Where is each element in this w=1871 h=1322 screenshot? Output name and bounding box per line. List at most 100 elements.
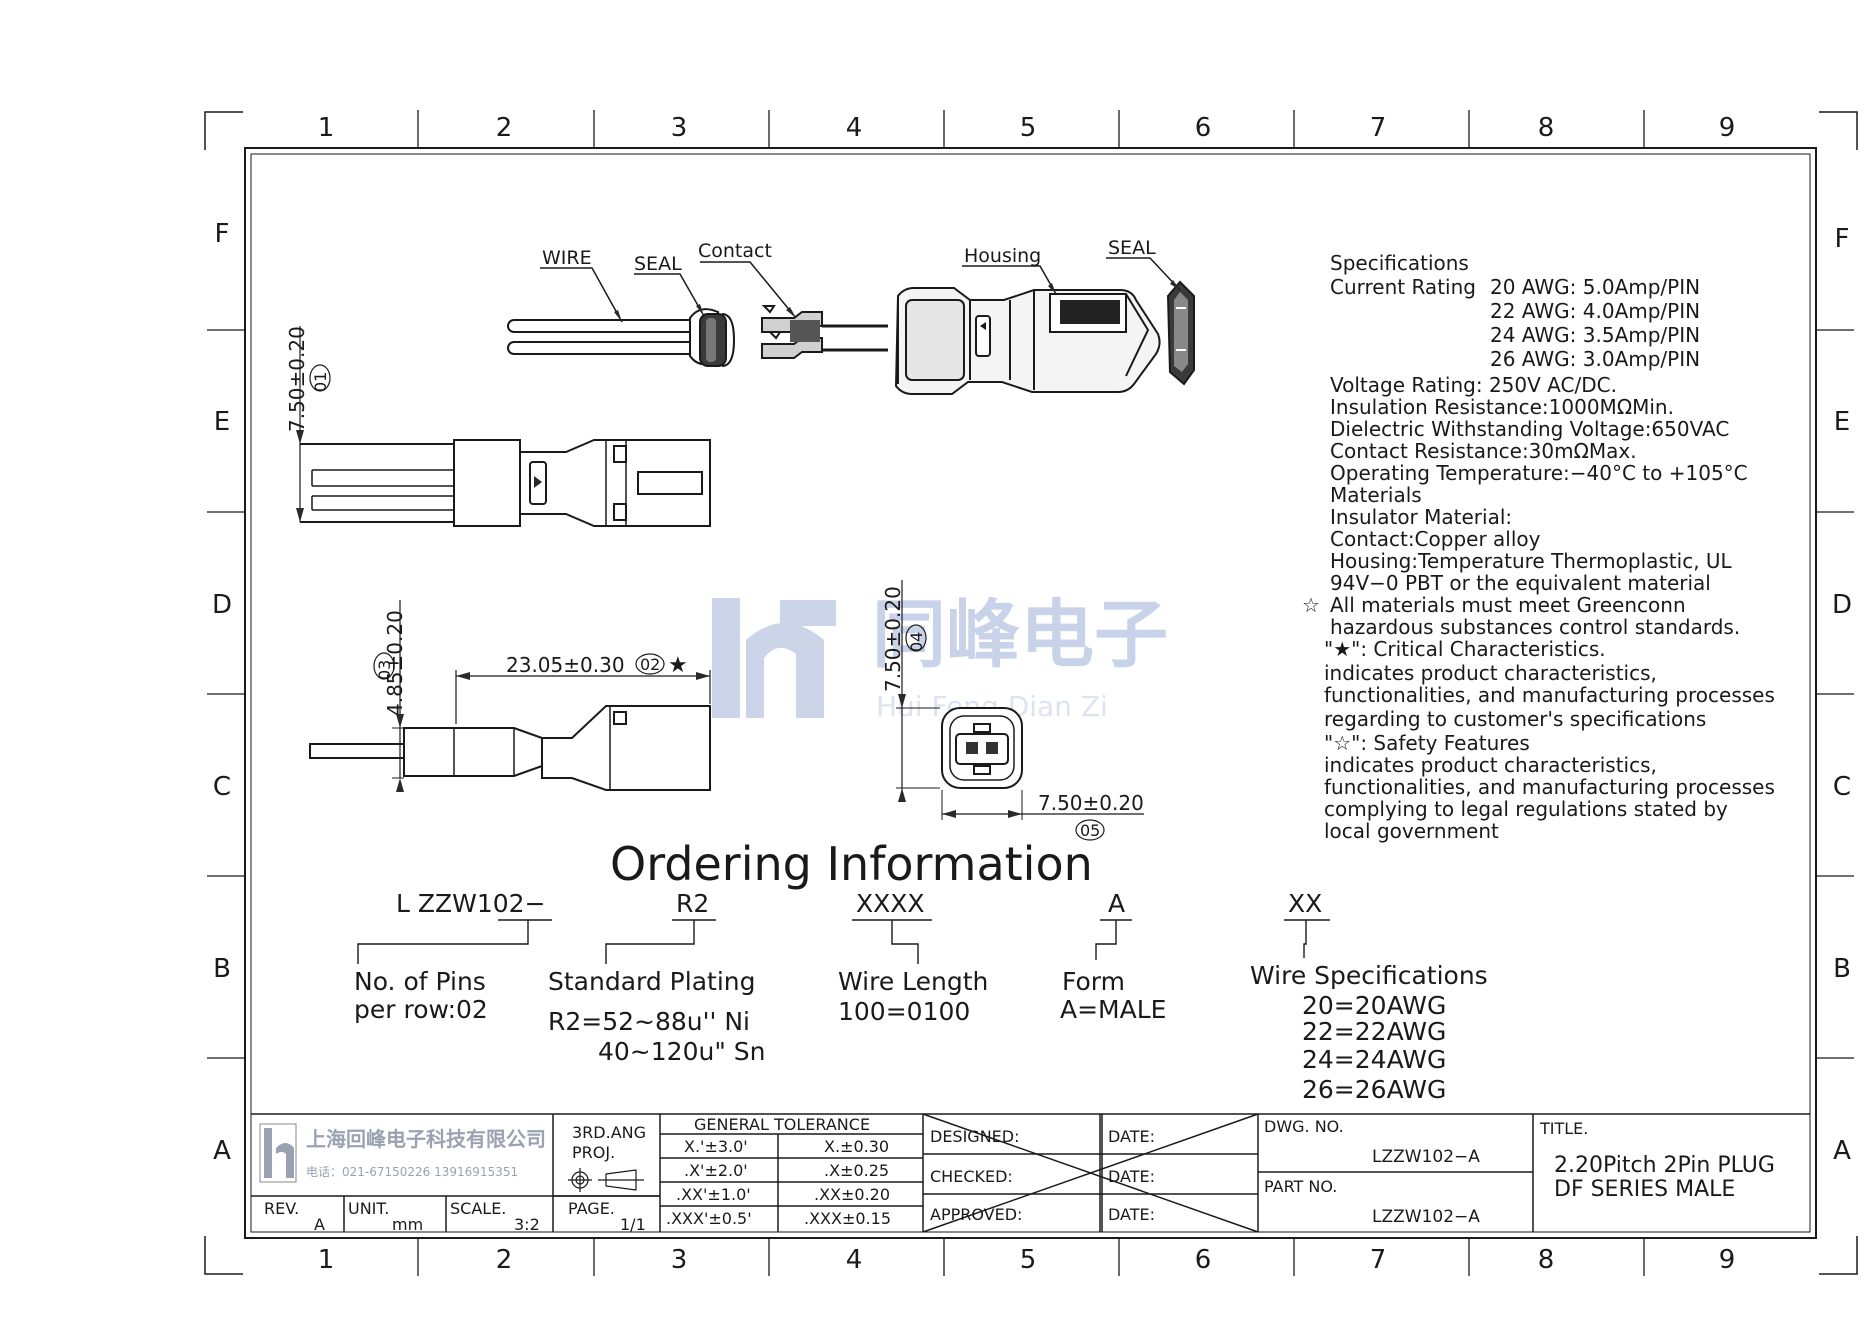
zone-col-1-top: 1 xyxy=(318,113,335,143)
exploded-view: WIRE SEAL Contact Housing SEAL xyxy=(507,237,1195,395)
spec-current-20: 20 AWG: 5.0Amp/PIN xyxy=(1490,275,1700,299)
spec-dielectric: Dielectric Withstanding Voltage:650VAC xyxy=(1330,417,1729,441)
drawing-number-label: DWG. NO. xyxy=(1264,1117,1344,1136)
ordering-pins-1: No. of Pins xyxy=(354,967,486,996)
zone-col-7-bottom: 7 xyxy=(1370,1245,1387,1275)
spec-critical-2: functionalities, and manufacturing proce… xyxy=(1324,683,1775,707)
tolerance-r4-c2: .XXX±0.15 xyxy=(804,1209,891,1228)
ordering-code-prefix: L ZZW102− xyxy=(396,889,546,918)
projection-label-1: 3RD.ANG xyxy=(572,1123,646,1142)
spec-contact-resistance: Contact Resistance:30mΩMax. xyxy=(1330,439,1637,463)
checked-date-label: DATE: xyxy=(1108,1167,1155,1186)
dim-02-value: 23.05±0.30 xyxy=(506,653,625,677)
zone-col-8-bottom: 8 xyxy=(1538,1245,1555,1275)
zone-col-2-top: 2 xyxy=(496,113,513,143)
ordering-wire-24: 24=24AWG xyxy=(1302,1045,1446,1074)
spec-voltage: Voltage Rating: 250V AC/DC. xyxy=(1330,373,1617,397)
zone-row-c-left: C xyxy=(213,772,231,802)
rev-label: REV. xyxy=(264,1199,299,1218)
zone-row-a-right: A xyxy=(1833,1136,1851,1166)
company-phone: 电话：021-67150226 13916915351 xyxy=(306,1165,518,1179)
scale-label: SCALE. xyxy=(450,1199,506,1218)
zone-row-f-left: F xyxy=(215,219,230,249)
dim-01-tag: 01 xyxy=(311,372,330,392)
drawing-frame: 1 2 3 4 5 6 7 8 9 1 2 3 4 5 6 7 8 9 F E … xyxy=(204,110,1858,1276)
spec-contact-material: Contact:Copper alloy xyxy=(1330,527,1541,551)
ordering-form-1: A=MALE xyxy=(1060,995,1166,1024)
zone-col-4-bottom: 4 xyxy=(846,1245,863,1275)
approved-date-label: DATE: xyxy=(1108,1205,1155,1224)
rev-value: A xyxy=(314,1215,325,1234)
dim-03-value: 4.85±0.20 xyxy=(383,610,407,716)
spec-note-2: hazardous substances control standards. xyxy=(1330,615,1740,639)
side-view: 23.05±0.30 02 ★ 4.85±0.20 03 xyxy=(309,600,711,792)
ordering-code-length: XXXX xyxy=(856,889,925,918)
callout-seal-right: SEAL xyxy=(1108,237,1156,259)
zone-col-4-top: 4 xyxy=(846,113,863,143)
watermark-logo-icon xyxy=(712,598,836,718)
callout-housing: Housing xyxy=(964,245,1041,267)
zone-col-6-bottom: 6 xyxy=(1195,1245,1212,1275)
spec-heading: Specifications xyxy=(1330,251,1469,275)
tolerance-r3-c1: .XX'±1.0' xyxy=(676,1185,751,1204)
callout-wire: WIRE xyxy=(542,247,592,269)
company-name: 上海回峰电子科技有限公司 xyxy=(306,1127,546,1151)
page-value: 1/1 xyxy=(620,1215,646,1234)
company-logo-icon xyxy=(259,1123,297,1183)
projection-label-2: PROJ. xyxy=(572,1143,615,1162)
ordering-title: Ordering Information xyxy=(610,837,1093,891)
seal-right-part xyxy=(1166,280,1195,386)
title-line-1: 2.20Pitch 2Pin PLUG xyxy=(1554,1153,1775,1178)
wire-part xyxy=(507,319,701,355)
tolerance-r3-c2: .XX±0.20 xyxy=(814,1185,890,1204)
watermark-cn: 同峰电子 xyxy=(872,592,1168,678)
spec-insulation: Insulation Resistance:1000MΩMin. xyxy=(1330,395,1674,419)
projection-symbol-icon xyxy=(568,1168,644,1192)
ordering-length-1: 100=0100 xyxy=(838,997,970,1026)
specifications-block: Specifications Current Rating 20 AWG: 5.… xyxy=(1302,251,1775,843)
spec-current-22: 22 AWG: 4.0Amp/PIN xyxy=(1490,299,1700,323)
part-number-label: PART NO. xyxy=(1264,1177,1337,1196)
dim-05-value: 7.50±0.20 xyxy=(1038,791,1144,815)
zone-row-f-right: F xyxy=(1835,224,1850,254)
zone-row-b-right: B xyxy=(1833,954,1851,984)
housing-part xyxy=(894,287,1161,395)
spec-safety-1: indicates product characteristics, xyxy=(1324,753,1657,777)
spec-housing-material-2: 94V−0 PBT or the equivalent material xyxy=(1330,571,1711,595)
zone-row-e-right: E xyxy=(1834,407,1850,437)
tolerance-r2-c2: .X±0.25 xyxy=(824,1161,889,1180)
seal-left-part xyxy=(689,308,736,367)
ordering-code-wire: XX xyxy=(1288,889,1322,918)
spec-current-label: Current Rating xyxy=(1330,275,1476,299)
zone-row-e-left: E xyxy=(214,407,230,437)
spec-safety-4: local government xyxy=(1324,819,1499,843)
zone-col-9-top: 9 xyxy=(1719,113,1736,143)
zone-row-d-left: D xyxy=(212,590,232,620)
spec-critical-head: "★": Critical Characteristics. xyxy=(1324,637,1606,661)
dim-04-tag: 04 xyxy=(907,632,926,652)
tolerance-heading: GENERAL TOLERANCE xyxy=(694,1115,870,1134)
zone-col-5-top: 5 xyxy=(1020,113,1037,143)
spec-materials: Materials xyxy=(1330,483,1422,507)
spec-temperature: Operating Temperature:−40°C to +105°C xyxy=(1330,461,1748,485)
ordering-form-head: Form xyxy=(1062,967,1125,996)
approved-label: APPROVED: xyxy=(930,1205,1022,1224)
designed-label: DESIGNED: xyxy=(930,1127,1020,1146)
zone-col-8-top: 8 xyxy=(1538,113,1555,143)
scale-value: 3:2 xyxy=(514,1215,540,1234)
ordering-wire-26: 26=26AWG xyxy=(1302,1075,1446,1104)
unit-value: mm xyxy=(392,1215,423,1234)
ordering-pins-2: per row:02 xyxy=(354,995,488,1024)
dim-04-value: 7.50±0.20 xyxy=(881,586,905,692)
ordering-length-head: Wire Length xyxy=(838,967,988,996)
page-label: PAGE. xyxy=(568,1199,615,1218)
ordering-wire-head: Wire Specifications xyxy=(1250,961,1488,990)
tolerance-r1-c1: X.'±3.0' xyxy=(684,1137,748,1156)
tolerance-r1-c2: X.±0.30 xyxy=(824,1137,889,1156)
spec-insulator: Insulator Material: xyxy=(1330,505,1512,529)
dim-02-tag: 02 xyxy=(640,655,660,674)
zone-row-d-right: D xyxy=(1832,590,1852,620)
zone-row-b-left: B xyxy=(213,954,231,984)
spec-housing-material-1: Housing:Temperature Thermoplastic, UL xyxy=(1330,549,1733,573)
ordering-code-form: A xyxy=(1108,889,1125,918)
